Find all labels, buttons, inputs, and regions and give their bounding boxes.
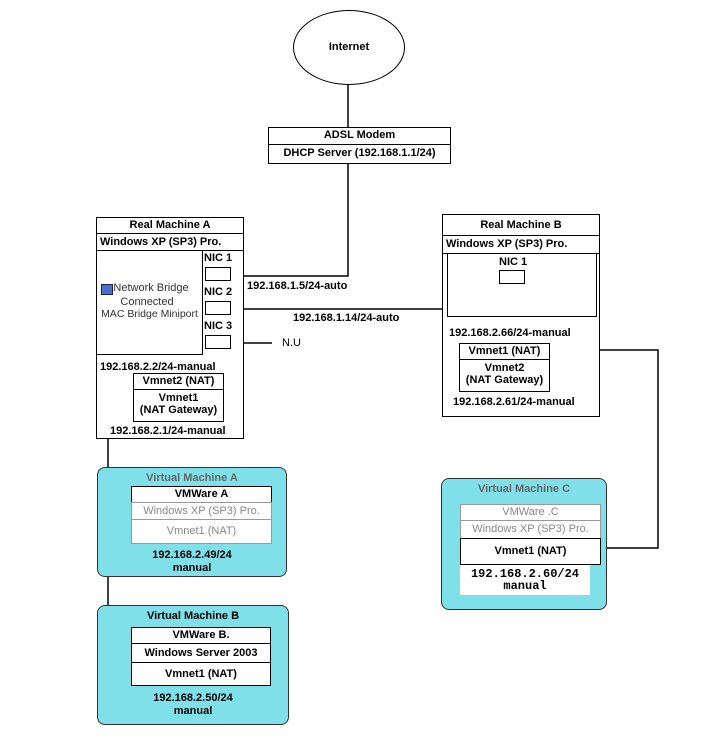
vm-b-os: Windows Server 2003 bbox=[131, 643, 271, 663]
real-machine-b: Real Machine B Windows XP (SP3) Pro. NIC… bbox=[442, 214, 600, 417]
vmnet1-b-to-vm-c-line bbox=[548, 349, 659, 549]
vm-c-ip-line2: manual bbox=[503, 579, 547, 593]
vm-a-vmnet: Vmnet1 (NAT) bbox=[131, 519, 272, 544]
nic2-a-label: NIC 2 bbox=[204, 286, 233, 298]
bridge-label-1: Network Bridge bbox=[113, 282, 189, 294]
nic1-a-label: NIC 1 bbox=[204, 252, 233, 264]
modem-divider bbox=[269, 144, 450, 145]
real-a-divider-1 bbox=[97, 233, 243, 234]
virtual-machine-b: Virtual Machine B VMWare B. Windows Serv… bbox=[97, 605, 289, 725]
real-b-vmnet2-line1: Vmnet2 bbox=[484, 362, 525, 374]
vm-c-vmware: VMWare .C bbox=[460, 504, 601, 521]
real-a-vmnet1-line2: (NAT Gateway) bbox=[139, 404, 218, 416]
real-a-vmnet1-gateway: Vmnet1 (NAT Gateway) bbox=[133, 389, 224, 422]
real-a-gateway-ip: 192.168.2.1/24-manual bbox=[110, 425, 226, 437]
real-b-nic-box bbox=[447, 253, 597, 317]
vm-b-ip-line1: 192.168.2.50/24 bbox=[153, 692, 233, 704]
vm-c-vmnet: Vmnet1 (NAT) bbox=[460, 538, 601, 565]
real-b-gateway-ip: 192.168.2.61/24-manual bbox=[453, 396, 575, 408]
vm-c-title: Virtual Machine C bbox=[477, 483, 571, 495]
vm-b-vmware: VMWare B. bbox=[131, 627, 271, 644]
real-b-title: Real Machine B bbox=[480, 219, 562, 231]
real-a-vmnet1-line1: Vmnet1 bbox=[158, 392, 199, 404]
real-b-divider-1 bbox=[443, 235, 599, 236]
real-a-os: Windows XP (SP3) Pro. bbox=[100, 236, 222, 248]
real-b-vmnet2-gateway: Vmnet2 (NAT Gateway) bbox=[459, 359, 550, 392]
vm-b-ip-line2: manual bbox=[173, 705, 213, 717]
real-a-ip-manual: 192.168.2.2/24-manual bbox=[100, 361, 216, 373]
vm-a-ip-line2: manual bbox=[172, 562, 212, 574]
vm-a-os: Windows XP (SP3) Pro. bbox=[131, 502, 272, 520]
real-b-os: Windows XP (SP3) Pro. bbox=[446, 238, 568, 250]
vm-a-title: Virtual Machine A bbox=[146, 472, 238, 484]
vm-a-ip-line1: 192.168.2.49/24 bbox=[152, 549, 232, 561]
vm-b-title: Virtual Machine B bbox=[146, 610, 240, 622]
vm-c-os: Windows XP (SP3) Pro. bbox=[460, 520, 601, 539]
nic3-a-label: NIC 3 bbox=[204, 320, 233, 332]
bridge-label-3: MAC Bridge Miniport bbox=[101, 308, 198, 320]
real-b-divider-2 bbox=[443, 253, 599, 254]
vm-c-ip-panel bbox=[460, 565, 590, 595]
vm-b-vmnet: Vmnet1 (NAT) bbox=[131, 662, 271, 686]
real-b-vmnet1: Vmnet1 (NAT) bbox=[459, 343, 550, 360]
modem-title: ADSL Modem bbox=[323, 129, 396, 141]
vm-c-ip-line1: 192.168.2.60/24 bbox=[470, 567, 580, 581]
link-b-nic1-label: 192.168.1.14/24-auto bbox=[293, 312, 400, 324]
real-b-ip-manual: 192.168.2.66/24-manual bbox=[449, 327, 571, 339]
modem-to-nic1-a-line bbox=[232, 163, 349, 277]
adsl-modem: ADSL Modem DHCP Server (192.168.1.1/24) bbox=[268, 127, 451, 164]
vm-a-vmware: VMWare A bbox=[131, 486, 272, 503]
nu-label: N.U bbox=[282, 337, 301, 349]
real-a-vmnet2: Vmnet2 (NAT) bbox=[133, 373, 224, 390]
real-b-vmnet2-line2: (NAT Gateway) bbox=[465, 374, 544, 386]
nic1-b-port bbox=[499, 270, 525, 284]
bridge-icon bbox=[101, 284, 113, 295]
real-machine-a: Real Machine A Windows XP (SP3) Pro. Net… bbox=[96, 217, 244, 439]
nic3-a-port bbox=[205, 335, 231, 349]
nic1-b-label: NIC 1 bbox=[499, 256, 528, 268]
internet-label: Internet bbox=[328, 41, 370, 53]
virtual-machine-a: Virtual Machine A VMWare A Windows XP (S… bbox=[97, 467, 287, 577]
virtual-machine-c: Virtual Machine C VMWare .C Windows XP (… bbox=[441, 478, 607, 610]
bridge-label-2: Connected bbox=[120, 296, 174, 308]
internet-cloud: Internet bbox=[293, 10, 405, 85]
modem-dhcp: DHCP Server (192.168.1.1/24) bbox=[283, 147, 436, 159]
link-a-nic1-label: 192.168.1.5/24-auto bbox=[247, 280, 348, 292]
nic1-a-port bbox=[205, 267, 231, 281]
real-a-title: Real Machine A bbox=[129, 219, 211, 231]
real-a-nic-column bbox=[202, 250, 203, 354]
nic2-a-port bbox=[205, 301, 231, 315]
real-a-bridge-bottom bbox=[97, 354, 203, 355]
real-a-divider-2 bbox=[97, 250, 243, 251]
